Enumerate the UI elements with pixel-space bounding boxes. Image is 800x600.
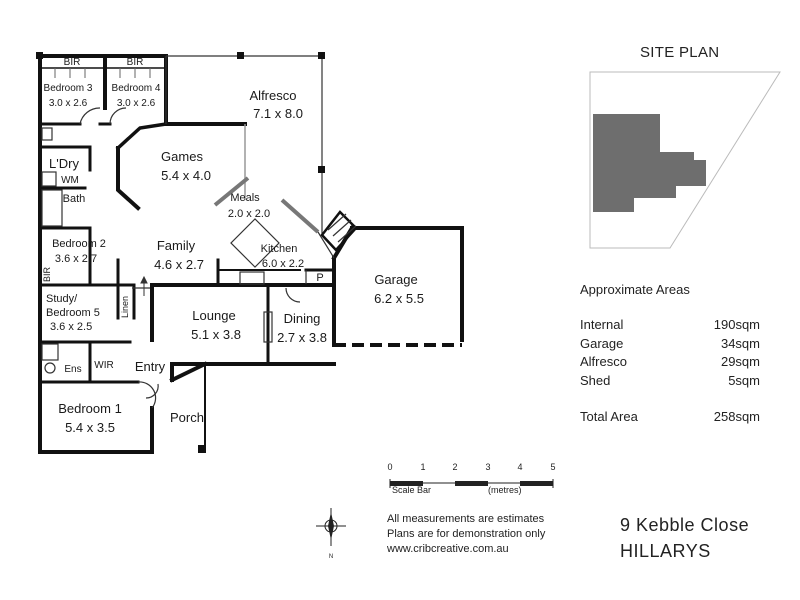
bir-label-2: BIR [127,57,144,68]
scale-bar-graphic [389,479,554,488]
area-value: 5sqm [728,372,760,388]
disclaimer: All measurements are estimates Plans are… [387,512,545,557]
area-label: Garage [580,335,624,351]
walls [38,54,464,454]
wir-label: WIR [94,360,113,371]
kitchen-dims: 6.0 x 2.2 [262,258,304,270]
address-suburb: HILLARYS [620,541,711,561]
disclaimer-line: All measurements are estimates [387,513,545,525]
bir-label-1: BIR [64,57,81,68]
ldry-label: L'Dry [49,156,79,171]
area-label: Shed [580,372,611,388]
bedroom4-dims: 3.0 x 2.6 [117,98,156,109]
scale-tick: 4 [517,462,523,472]
games-label: Games [161,149,203,164]
pantry-label: P [316,272,323,284]
dining-table [263,311,273,343]
dining-label: Dining [284,311,321,326]
area-row: Alfresco 29sqm [580,354,760,373]
study-dims: 3.6 x 2.5 [50,321,92,333]
disclaimer-website: www.cribcreative.com.au [387,543,509,555]
dining-dims: 2.7 x 3.8 [277,330,327,345]
linen-label: Linen [120,296,130,318]
bir-side-label: BIR [42,266,52,282]
alfresco-dims: 7.1 x 8.0 [253,106,303,121]
garage-label: Garage [374,272,417,287]
area-value: 34sqm [720,335,760,351]
scale-tick: 2 [452,462,458,472]
compass-icon: N [316,508,346,560]
kitchen-label: Kitchen [261,243,298,255]
scale-caption: Scale Bar (metres) [392,485,522,495]
area-value: 29sqm [720,354,760,369]
areas-heading: Approximate Areas [580,282,690,297]
site-plan-title: SITE PLAN [640,44,720,61]
bedroom3-label: Bedroom 3 [44,83,93,94]
area-total-row: Total Area 258sqm [580,409,760,428]
disclaimer-line: Plans are for demonstration only [387,528,546,540]
ens-label: Ens [64,364,81,375]
scale-bar: 0 1 2 3 4 5 [387,462,558,494]
scale-unit: (metres) [488,485,522,495]
compass-north: N [329,554,333,560]
bedroom1-dims: 5.4 x 3.5 [65,420,115,435]
family-label: Family [157,238,196,253]
area-label: Alfresco [580,354,627,369]
area-value: 190sqm [713,317,760,332]
entry-label: Entry [135,359,166,374]
scale-tick: 0 [387,462,393,472]
area-row: Shed 5sqm [580,373,760,392]
area-label: Internal [580,317,624,332]
scale-tick: 5 [550,462,556,472]
address-street: 9 Kebble Close [620,515,750,535]
bedroom4-label: Bedroom 4 [112,83,161,94]
garage-dims: 6.2 x 5.5 [374,291,424,306]
site-plan-diagram [589,71,781,249]
lounge-dims: 5.1 x 3.8 [191,327,241,342]
alfresco-outline [165,55,335,259]
areas-table: Approximate Areas Internal 190sqm Garage… [580,282,760,428]
scale-ticks: 0 1 2 3 4 5 [387,462,558,476]
address: 9 Kebble Close HILLARYS [620,512,749,564]
lounge-label: Lounge [192,308,235,323]
bedroom2-label: Bedroom 2 [52,238,106,250]
scale-label: Scale Bar [392,485,432,495]
area-total-label: Total Area [580,409,638,424]
fixtures [41,107,307,409]
meals-label: Meals [230,192,260,204]
bedroom2-dims: 3.6 x 2.7 [55,253,97,265]
meals-dims: 2.0 x 2.0 [228,208,270,220]
stairs [320,210,358,252]
bedroom3-dims: 3.0 x 2.6 [49,98,88,109]
stair-arrow [140,275,148,296]
area-row: Internal 190sqm [580,317,760,336]
scale-tick: 3 [485,462,491,472]
bath-label: Bath [63,193,86,205]
area-row: Garage 34sqm [580,336,760,355]
wm-label: WM [61,175,79,186]
study-label: Study/ [46,293,78,305]
scale-tick: 1 [420,462,426,472]
area-total-value: 258sqm [713,409,760,424]
posts [36,52,325,453]
room-labels: BIR BIR Bedroom 3 3.0 x 2.6 Bedroom 4 3.… [42,57,424,435]
bedroom1-label: Bedroom 1 [58,401,122,416]
alfresco-label: Alfresco [250,88,297,103]
games-dims: 5.4 x 4.0 [161,168,211,183]
porch-label: Porch [170,410,204,425]
compass: N [316,508,346,567]
bir-shelves [54,68,151,78]
family-dims: 4.6 x 2.7 [154,257,204,272]
bedroom5-label: Bedroom 5 [46,307,100,319]
